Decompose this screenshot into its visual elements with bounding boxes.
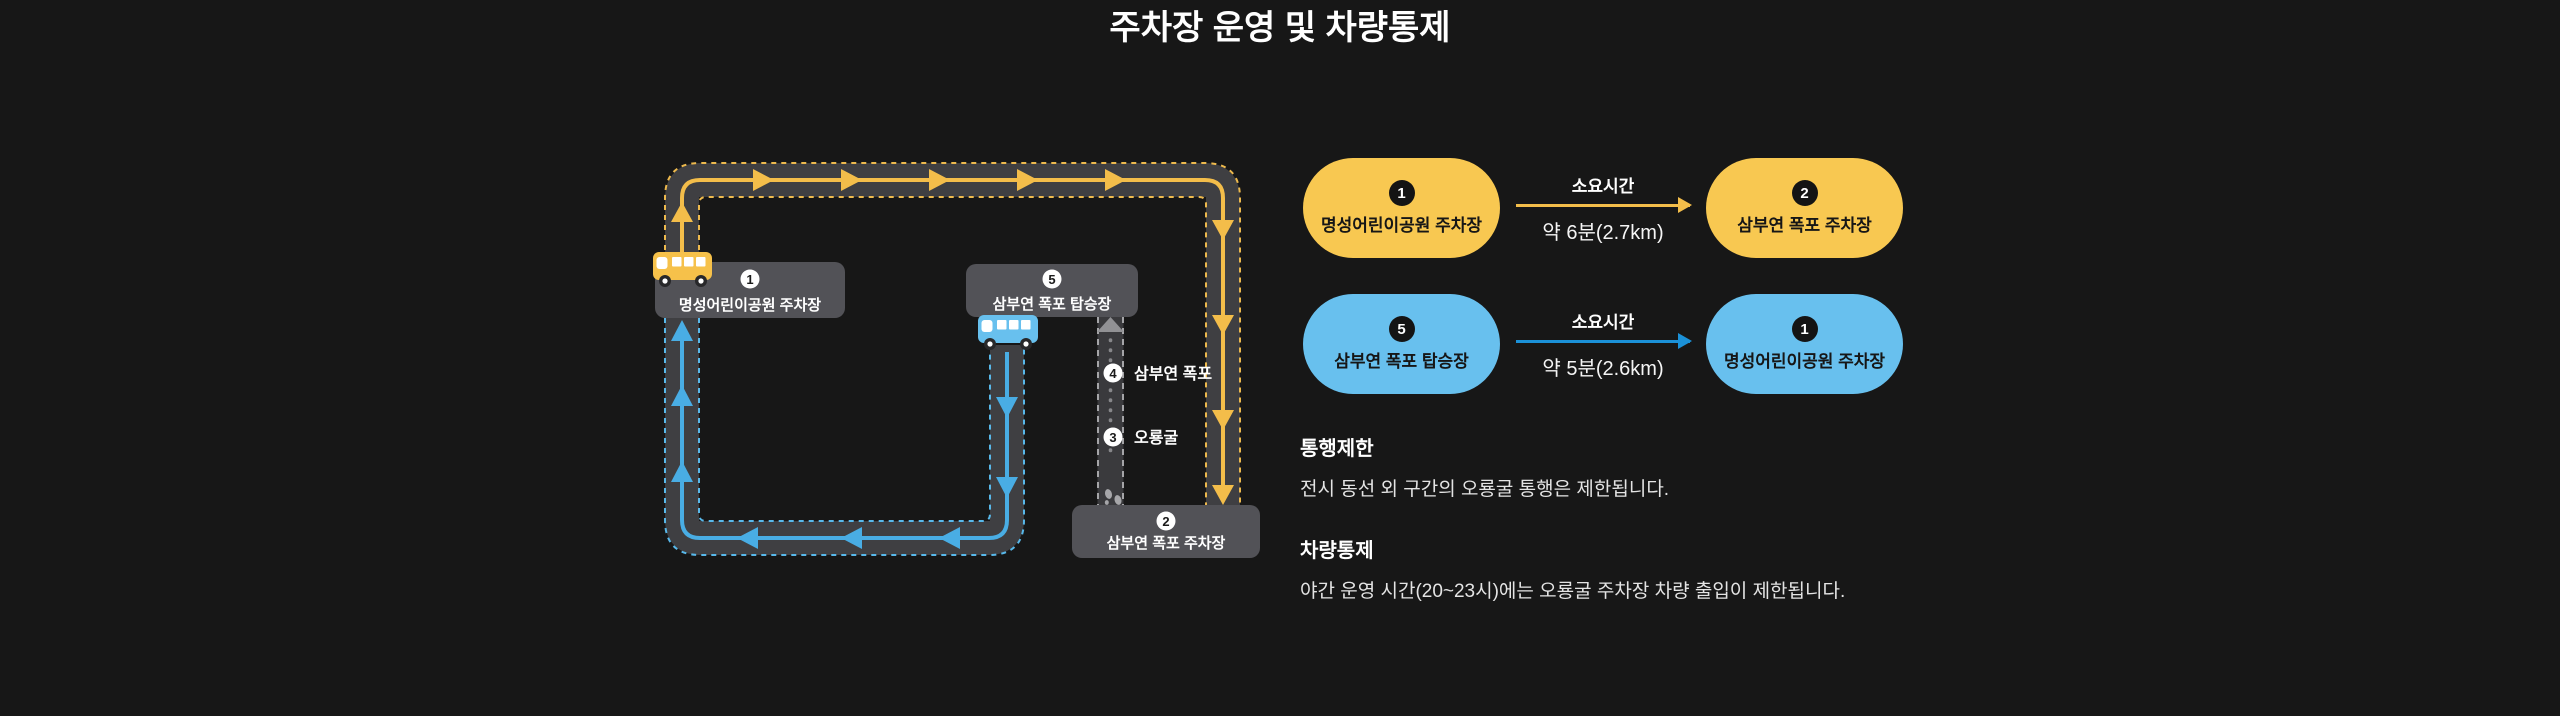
- map-stop-4-number: 4: [1109, 366, 1117, 381]
- route2-duration: 소요시간 약 5분(2.6km): [1500, 294, 1706, 394]
- restriction-notes: 통행제한 전시 동선 외 구간의 오룡굴 통행은 제한됩니다. 차량통제 야간 …: [1300, 432, 1920, 603]
- map-stop-1-number: 1: [746, 272, 753, 287]
- route2-from-label: 삼부연 폭포 탑승장: [1334, 352, 1469, 371]
- up-arrow-icon: [1097, 317, 1124, 332]
- right-arrow-icon: [1516, 203, 1690, 207]
- map-stop-4: 4 삼부연 폭포: [1103, 363, 1212, 383]
- yellow-route-arrows: [671, 169, 1234, 505]
- shuttle-road-yellow: [665, 163, 1240, 505]
- blue-route-inner-dash: [698, 318, 991, 522]
- route1-from-badge: 1: [1388, 180, 1415, 206]
- map-stop-3-label: 오룡굴: [1134, 429, 1178, 447]
- route1-duration: 소요시간 약 6분(2.7km): [1500, 158, 1706, 258]
- map-stop-2-label: 삼부연 폭포 주차장: [1107, 534, 1226, 552]
- route1-from-pill: 1 명성어린이공원 주차장: [1303, 158, 1500, 258]
- map-stop-2-number: 2: [1162, 514, 1169, 529]
- yellow-bus-icon: [653, 252, 712, 287]
- route2-duration-title: 소요시간: [1571, 312, 1635, 332]
- route-map: 1 명성어린이공원 주차장 5 삼부연 폭포 탑승장 2 삼부연 폭포 주차장 …: [630, 80, 1290, 580]
- note1-heading: 통행제한: [1300, 438, 1374, 460]
- route1-to-pill: 2 삼부연 폭포 주차장: [1706, 158, 1903, 258]
- route1-from-label: 명성어린이공원 주차장: [1320, 216, 1483, 235]
- blue-route-arrows: [671, 320, 1018, 549]
- note2-heading: 차량통제: [1300, 540, 1374, 562]
- right-arrow-icon: [1516, 339, 1690, 343]
- shuttle-road-blue: [665, 316, 1024, 555]
- route2-to-badge: 1: [1791, 316, 1818, 342]
- map-stop-3: 3 오룡굴: [1103, 427, 1178, 447]
- route1-duration-value: 약 6분(2.7km): [1542, 221, 1664, 244]
- yellow-route-inner-dash: [698, 196, 1207, 505]
- map-stop-5: 5 삼부연 폭포 탑승장: [966, 264, 1138, 317]
- route2-from-pill: 5 삼부연 폭포 탑승장: [1303, 294, 1500, 394]
- route2-duration-value: 약 5분(2.6km): [1542, 357, 1664, 380]
- route-summary-yellow: 1 명성어린이공원 주차장 소요시간 약 6분(2.7km) 2 삼부연 폭포 …: [1303, 158, 1903, 258]
- map-stop-3-number: 3: [1109, 430, 1116, 445]
- route1-duration-title: 소요시간: [1571, 176, 1635, 196]
- map-stop-1-label: 명성어린이공원 주차장: [679, 296, 821, 314]
- route2-to-pill: 1 명성어린이공원 주차장: [1706, 294, 1903, 394]
- blue-bus-icon: [978, 315, 1038, 350]
- map-stop-2: 2 삼부연 폭포 주차장: [1072, 505, 1260, 558]
- blue-route-line: [680, 341, 1009, 540]
- yellow-route-outer-dash: [664, 162, 1241, 505]
- page-title: 주차장 운영 및 차량통제: [1109, 9, 1451, 47]
- route1-to-label: 삼부연 폭포 주차장: [1737, 216, 1872, 235]
- route2-to-label: 명성어린이공원 주차장: [1723, 352, 1886, 371]
- blue-route-outer-dash: [664, 318, 1025, 556]
- note1-body: 전시 동선 외 구간의 오룡굴 통행은 제한됩니다.: [1300, 479, 1670, 500]
- yellow-route-line: [680, 178, 1225, 486]
- map-stop-4-label: 삼부연 폭포: [1134, 365, 1212, 383]
- route-summary-blue: 5 삼부연 폭포 탑승장 소요시간 약 5분(2.6km) 1 명성어린이공원 …: [1303, 294, 1903, 394]
- map-stop-5-label: 삼부연 폭포 탑승장: [993, 295, 1112, 313]
- route1-to-badge: 2: [1791, 180, 1818, 206]
- route2-from-badge: 5: [1388, 316, 1415, 342]
- map-stop-5-number: 5: [1048, 272, 1055, 287]
- note2-body: 야간 운영 시간(20~23시)에는 오룡굴 주차장 차량 출입이 제한됩니다.: [1300, 581, 1846, 602]
